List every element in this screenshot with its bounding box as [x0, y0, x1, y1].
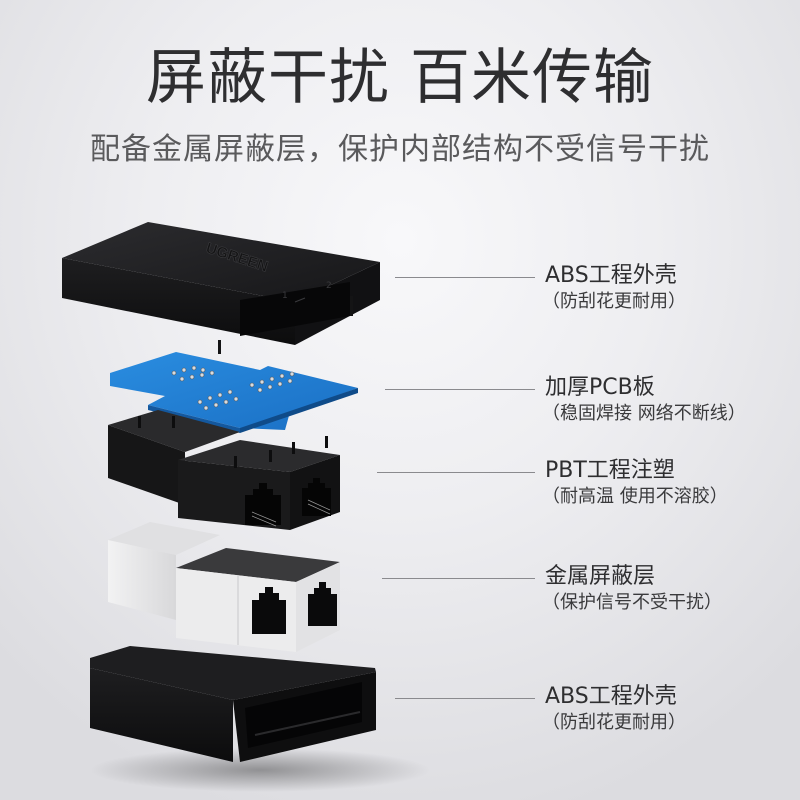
callout-title: PBT工程注塑 — [545, 458, 675, 483]
port-number-2: 2 — [326, 281, 332, 291]
page-subtitle: 配备金属屏蔽层，保护内部结构不受信号干扰 — [90, 132, 710, 167]
port-number-1: 1 — [282, 291, 288, 301]
callout-subtitle: （稳固焊接 网络不断线） — [542, 403, 746, 424]
callout-title: 金属屏蔽层 — [545, 564, 656, 589]
callout-title: 加厚PCB板 — [545, 375, 655, 400]
callout-subtitle: （防刮花更耐用） — [542, 712, 686, 733]
leader-line — [377, 472, 535, 473]
callout-subtitle: （防刮花更耐用） — [542, 291, 686, 312]
callout-title: ABS工程外壳 — [545, 263, 677, 288]
metal-shield — [108, 522, 340, 652]
top-shell: UGREEN 1 2 — [62, 222, 380, 354]
callout-subtitle: （耐高温 使用不溶胶） — [542, 486, 728, 507]
callout-title: ABS工程外壳 — [545, 684, 677, 709]
leader-line — [395, 277, 535, 278]
callout-subtitle: （保护信号不受干扰） — [542, 592, 722, 613]
rj45-jack-housing — [108, 410, 340, 530]
bottom-shell — [90, 646, 376, 762]
leader-line — [382, 578, 535, 579]
page-title: 屏蔽干扰 百米传输 — [145, 43, 655, 113]
leader-line — [385, 389, 535, 390]
leader-line — [395, 698, 535, 699]
